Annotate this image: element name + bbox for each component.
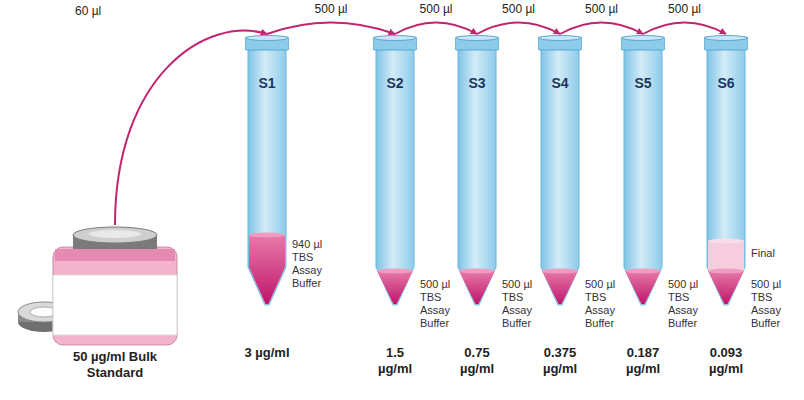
tube-name: S5 <box>621 75 665 92</box>
transfer-volume: 500 µl <box>666 2 703 16</box>
tube-name: S1 <box>245 75 289 92</box>
dilution-tube: S4 500 µl TBS Assay Buffer0.375 µg/ml <box>538 35 630 385</box>
dilution-tube: S1 940 µl TBS Assay Buffer 3 µg/ml <box>245 35 337 385</box>
buffer-volume-label: 500 µl TBS Assay Buffer <box>751 278 786 330</box>
transfer-arrow <box>267 23 395 35</box>
tube-name: S4 <box>538 75 582 92</box>
tube-name: S3 <box>455 75 499 92</box>
tube-name: S6 <box>704 75 748 92</box>
buffer-volume-label: 940 µl TBS Assay Buffer <box>292 238 327 290</box>
buffer-volume-label: 500 µl TBS Assay Buffer <box>668 278 703 330</box>
transfer-volume: 500 µl <box>500 2 537 16</box>
transfer-volume: 500 µl <box>583 2 620 16</box>
transfer-arrow <box>560 23 643 35</box>
vial-illustration <box>45 225 185 347</box>
concentration-label: 50 µg/ml Bulk Standard <box>72 349 158 380</box>
bulk-standard-vial: 50 µg/ml Bulk Standard <box>45 225 185 400</box>
transfer-volume: 500 µl <box>313 2 350 16</box>
concentration-label: 0.093 µg/ml <box>702 345 750 376</box>
dilution-tube: S2 500 µl TBS Assay Buffer1.5 µg/ml <box>373 35 465 385</box>
concentration-label: 0.75 µg/ml <box>453 345 501 376</box>
concentration-label: 3 µg/ml <box>243 345 291 361</box>
dilution-tube: S3 500 µl TBS Assay Buffer0.75 µg/ml <box>455 35 547 385</box>
transfer-volume: 500 µl <box>418 2 455 16</box>
transfer-volume: 60 µl <box>73 4 103 18</box>
tube-name: S2 <box>373 75 417 92</box>
dilution-tube: S6Final 500 µl TBS Assay Buffer0.093 µg/m… <box>704 35 796 385</box>
buffer-volume-label: 500 µl TBS Assay Buffer <box>502 278 537 330</box>
dilution-tube: S5 500 µl TBS Assay Buffer0.187 µg/ml <box>621 35 713 385</box>
transfer-arrow <box>643 23 726 35</box>
layer-label: Final <box>751 247 775 260</box>
buffer-volume-label: 500 µl TBS Assay Buffer <box>420 278 455 330</box>
buffer-volume-label: 500 µl TBS Assay Buffer <box>585 278 620 330</box>
concentration-label: 0.375 µg/ml <box>536 345 584 376</box>
transfer-arrow <box>477 23 560 35</box>
concentration-label: 0.187 µg/ml <box>619 345 667 376</box>
concentration-label: 1.5 µg/ml <box>371 345 419 376</box>
transfer-arrow <box>115 31 267 225</box>
transfer-arrow <box>395 23 477 35</box>
